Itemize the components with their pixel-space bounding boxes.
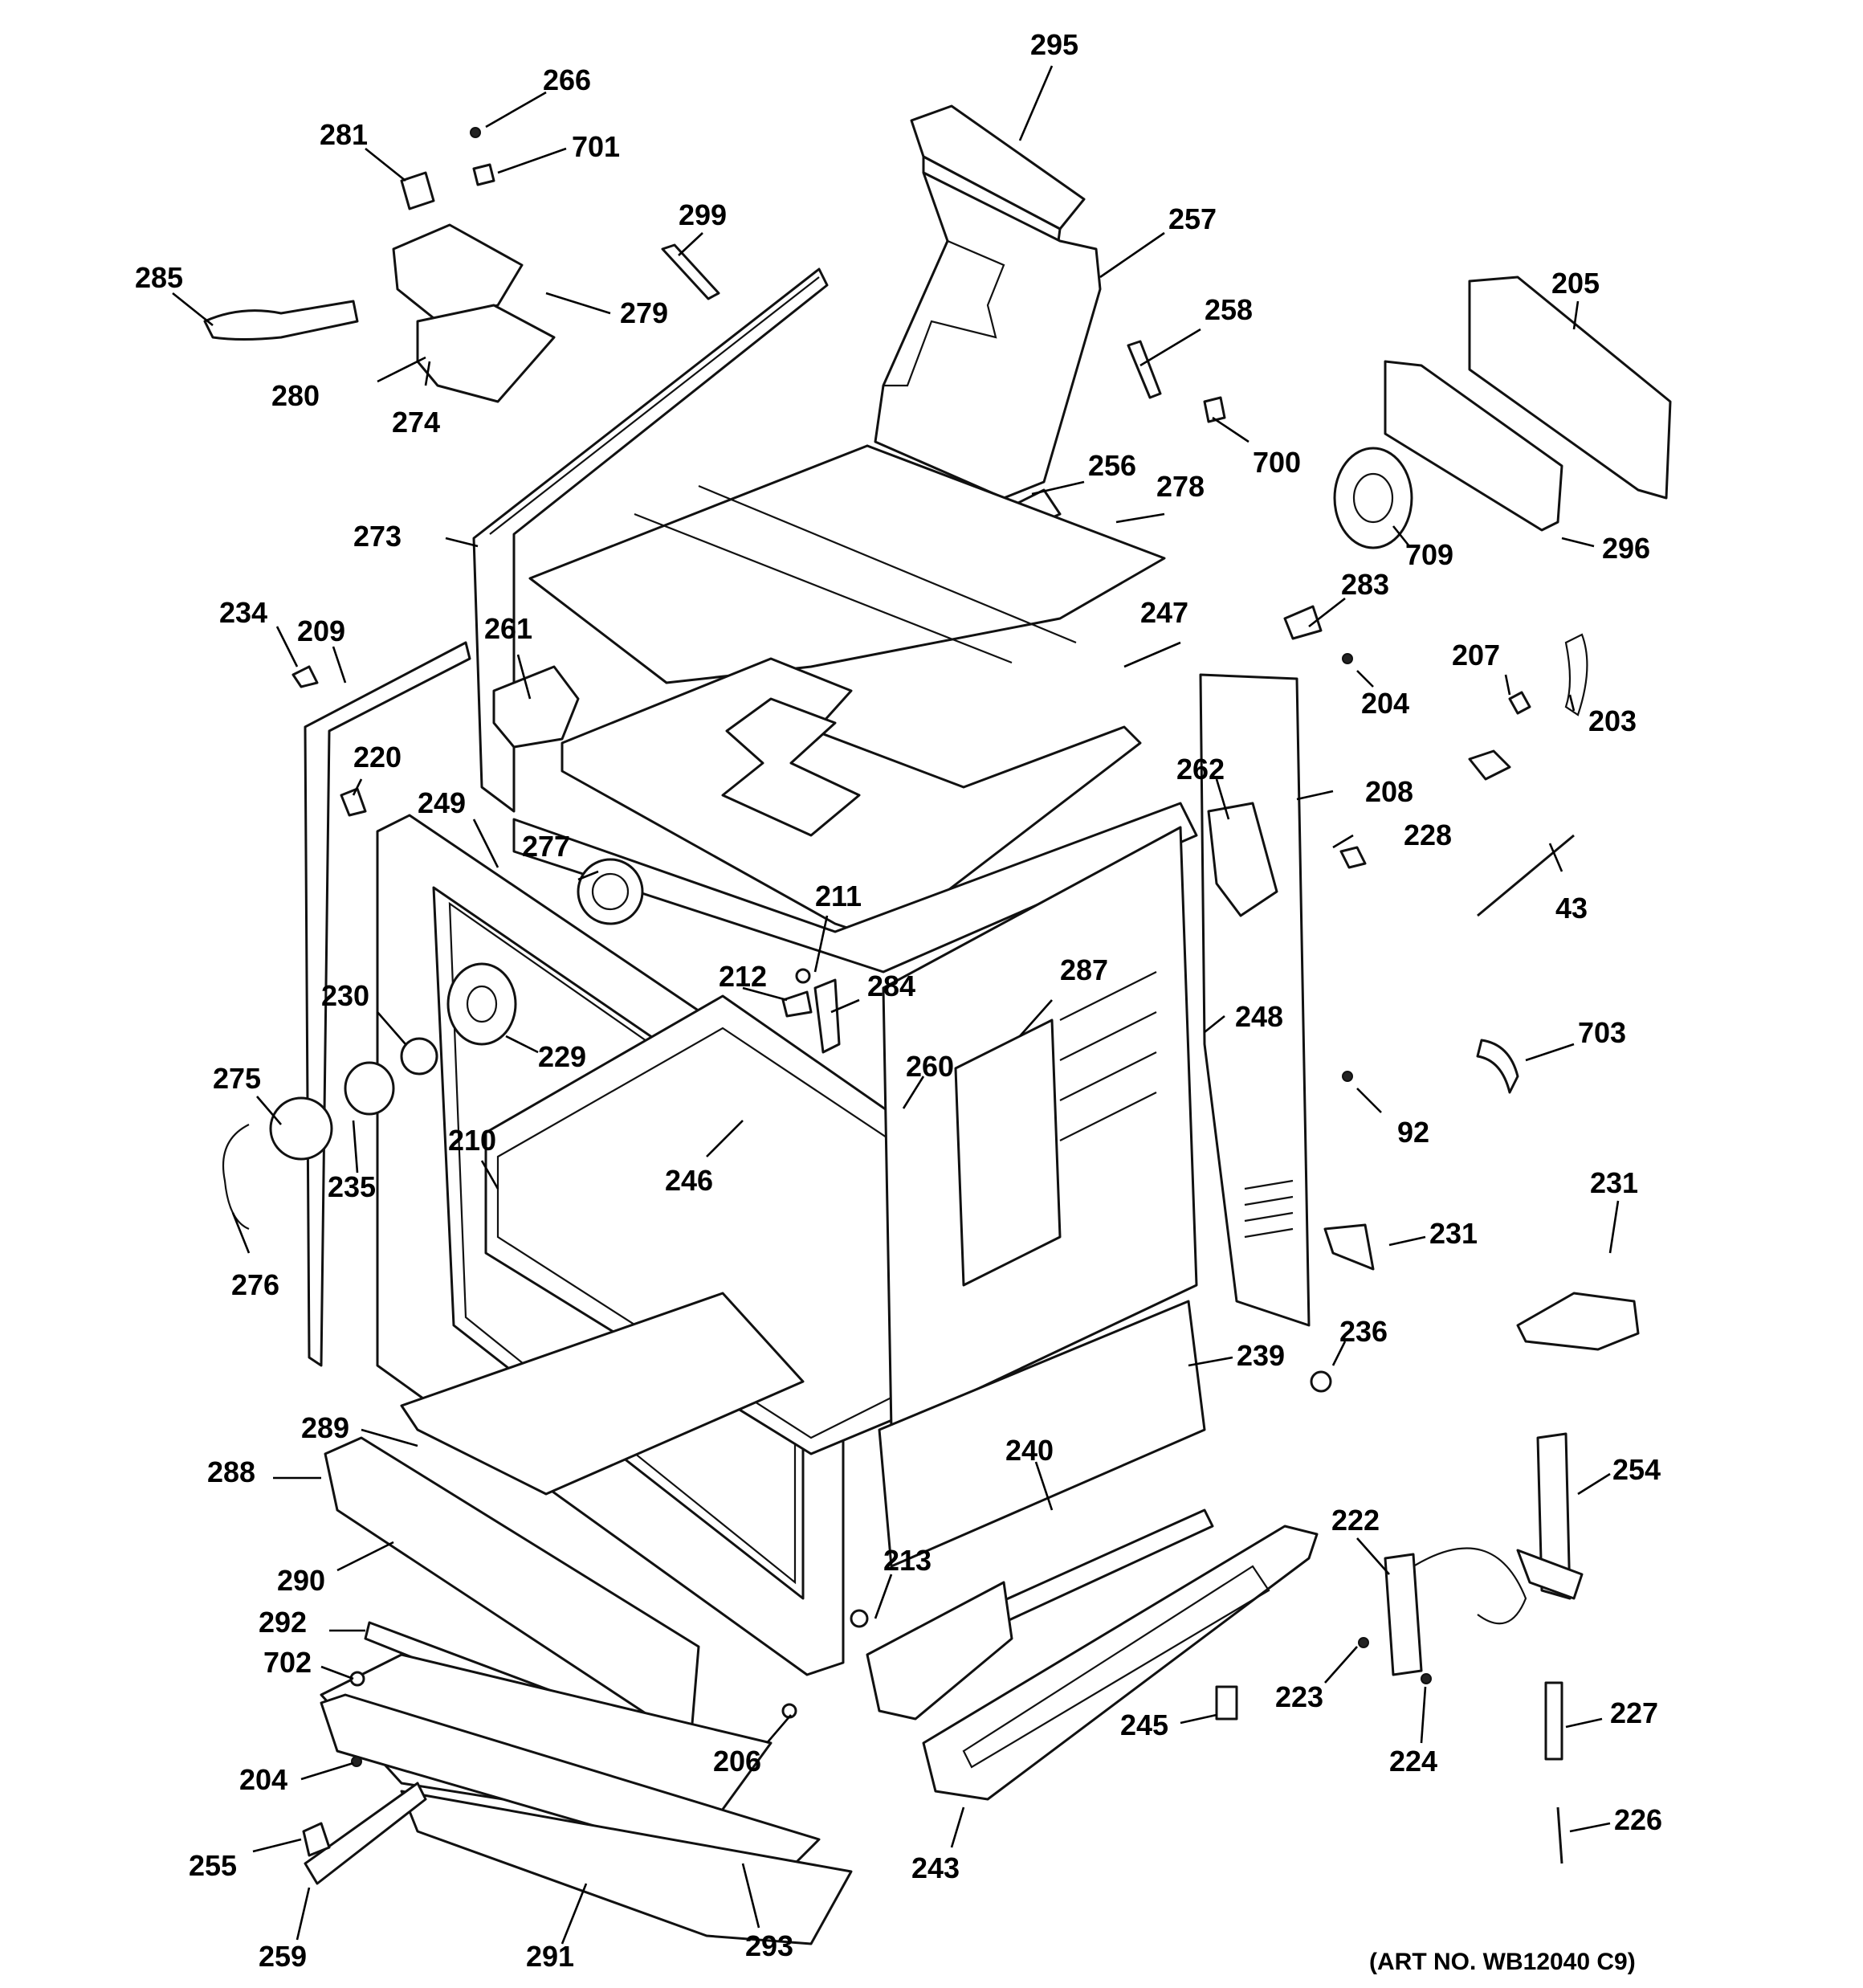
callout-249: 249 (418, 786, 466, 819)
part-insulation (492, 665, 580, 749)
callout-203: 203 (1588, 704, 1637, 737)
callout-231a: 231 (1429, 1217, 1478, 1250)
part-bottom-tray (320, 1693, 853, 1945)
callout-256: 256 (1088, 449, 1136, 482)
callout-291: 291 (526, 1940, 574, 1973)
callout-284: 284 (867, 970, 915, 1002)
callout-43: 43 (1555, 892, 1588, 925)
part-right-side-panel (882, 826, 1198, 1431)
callout-245: 245 (1120, 1708, 1168, 1741)
callout-701: 701 (572, 130, 620, 163)
callout-206: 206 (713, 1745, 761, 1778)
callout-293: 293 (745, 1929, 793, 1962)
part-rear-panels (1333, 276, 1672, 549)
part-oven-cavity (484, 802, 1198, 1455)
callout-273: 273 (353, 520, 402, 553)
callout-274: 274 (392, 406, 440, 439)
callout-248: 248 (1235, 1000, 1283, 1033)
part-leveler-rail (304, 1782, 427, 1885)
callout-247: 247 (1140, 596, 1188, 629)
callout-231b: 231 (1590, 1166, 1638, 1199)
callout-235: 235 (328, 1170, 376, 1203)
callout-208: 208 (1365, 775, 1413, 808)
callout-276: 276 (231, 1268, 279, 1301)
callout-703: 703 (1578, 1016, 1626, 1049)
callout-709: 709 (1405, 538, 1453, 571)
callout-255: 255 (189, 1849, 237, 1882)
callout-211: 211 (815, 880, 862, 912)
part-drawer-frame (866, 1300, 1214, 1721)
part-side-panel-left (472, 267, 829, 813)
part-kick-panel (922, 1525, 1319, 1801)
callout-204b: 204 (239, 1763, 287, 1796)
callout-213: 213 (883, 1544, 932, 1577)
callout-243: 243 (911, 1851, 960, 1884)
callout-228: 228 (1404, 818, 1452, 851)
callout-283: 283 (1341, 568, 1389, 601)
part-vent-cap (910, 104, 1086, 243)
callout-278: 278 (1156, 470, 1205, 503)
callout-207: 207 (1452, 639, 1500, 672)
callout-281: 281 (320, 118, 368, 151)
callout-209: 209 (297, 614, 345, 647)
callout-222: 222 (1331, 1504, 1380, 1537)
callout-295: 295 (1030, 28, 1078, 61)
callout-266: 266 (543, 63, 591, 96)
part-rear-upright (1199, 673, 1311, 1327)
part-broiler-panels (320, 1292, 805, 1833)
callout-288: 288 (207, 1455, 255, 1488)
callout-262: 262 (1176, 753, 1225, 786)
callout-277: 277 (522, 830, 570, 863)
callout-259: 259 (259, 1940, 307, 1973)
callout-287: 287 (1060, 953, 1108, 986)
callout-279: 279 (620, 296, 668, 329)
callout-210: 210 (448, 1124, 496, 1157)
part-left-strip (304, 641, 471, 1367)
callout-239: 239 (1237, 1339, 1285, 1372)
callout-285: 285 (135, 261, 183, 294)
callout-229: 229 (538, 1040, 586, 1073)
callout-261: 261 (484, 612, 532, 645)
callout-258: 258 (1205, 293, 1253, 326)
callout-234: 234 (219, 596, 267, 629)
callout-246: 246 (665, 1164, 713, 1197)
callout-226: 226 (1614, 1803, 1662, 1836)
callout-230: 230 (321, 979, 369, 1012)
callout-220: 220 (353, 741, 402, 774)
callout-292: 292 (259, 1606, 307, 1639)
callout-257: 257 (1168, 202, 1217, 235)
callout-223: 223 (1275, 1680, 1323, 1713)
leader-lines (172, 65, 1620, 1945)
callout-290: 290 (277, 1564, 325, 1597)
callout-205: 205 (1551, 267, 1600, 300)
callout-254: 254 (1612, 1453, 1661, 1486)
callout-labels: 295 266 281 701 299 257 285 279 205 258 … (135, 28, 1662, 1975)
callout-224: 224 (1389, 1745, 1437, 1778)
callout-280: 280 (271, 379, 320, 412)
callout-289: 289 (301, 1411, 349, 1444)
callout-275: 275 (213, 1062, 261, 1095)
art-number: (ART NO. WB12040 C9) (1369, 1949, 1636, 1975)
callout-702: 702 (263, 1646, 312, 1679)
callout-700: 700 (1253, 446, 1301, 479)
part-oven-top (561, 657, 1142, 941)
callout-204a: 204 (1361, 687, 1409, 720)
callout-240: 240 (1005, 1434, 1054, 1467)
part-small-hardware (291, 127, 1640, 1864)
callout-92: 92 (1397, 1116, 1429, 1149)
callout-299: 299 (679, 198, 727, 231)
callout-296: 296 (1602, 532, 1650, 565)
part-lamp-assembly (222, 962, 517, 1231)
part-top-panel (528, 444, 1166, 684)
part-switch-assembly (203, 171, 556, 403)
callout-227: 227 (1610, 1696, 1658, 1729)
callout-236: 236 (1339, 1315, 1388, 1348)
callout-212: 212 (719, 960, 767, 993)
callout-260: 260 (906, 1050, 954, 1083)
